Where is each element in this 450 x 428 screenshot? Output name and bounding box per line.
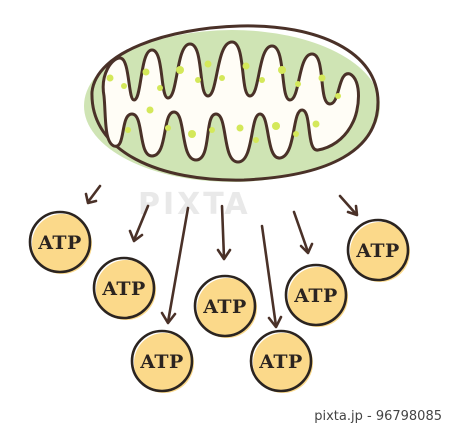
atp-molecule: ATP bbox=[284, 263, 348, 327]
watermark-text: PIXTA bbox=[138, 187, 251, 222]
mitochondrion bbox=[84, 24, 380, 182]
atp-molecule: ATP bbox=[249, 329, 313, 393]
atp-molecule: ATP bbox=[346, 218, 410, 282]
inner-membrane-cristae bbox=[101, 40, 360, 164]
arrows bbox=[84, 184, 359, 329]
arrow-6 bbox=[292, 210, 314, 255]
atp-label: ATP bbox=[293, 285, 338, 307]
atp-label: ATP bbox=[139, 351, 184, 373]
atp-molecules: ATP ATP ATP ATP ATP ATP bbox=[28, 210, 410, 393]
arrow-7 bbox=[338, 194, 359, 217]
atp-molecule: ATP bbox=[28, 210, 92, 274]
arrow-1 bbox=[84, 184, 102, 205]
image-credit: pixta.jp - 96798085 bbox=[314, 409, 442, 424]
atp-label: ATP bbox=[355, 240, 400, 262]
outer-membrane-outline bbox=[90, 24, 380, 182]
atp-label: ATP bbox=[202, 296, 247, 318]
matrix-granules bbox=[106, 60, 341, 143]
arrow-3 bbox=[160, 206, 190, 325]
atp-label: ATP bbox=[37, 232, 82, 254]
arrow-5 bbox=[260, 224, 283, 329]
atp-molecule: ATP bbox=[193, 274, 257, 338]
atp-label: ATP bbox=[101, 278, 146, 300]
atp-molecule: ATP bbox=[92, 256, 156, 320]
atp-molecule: ATP bbox=[130, 329, 194, 393]
arrow-4 bbox=[216, 204, 232, 261]
watermark: PIXTA bbox=[138, 187, 251, 222]
arrow-2 bbox=[128, 204, 150, 243]
atp-label: ATP bbox=[258, 351, 303, 373]
